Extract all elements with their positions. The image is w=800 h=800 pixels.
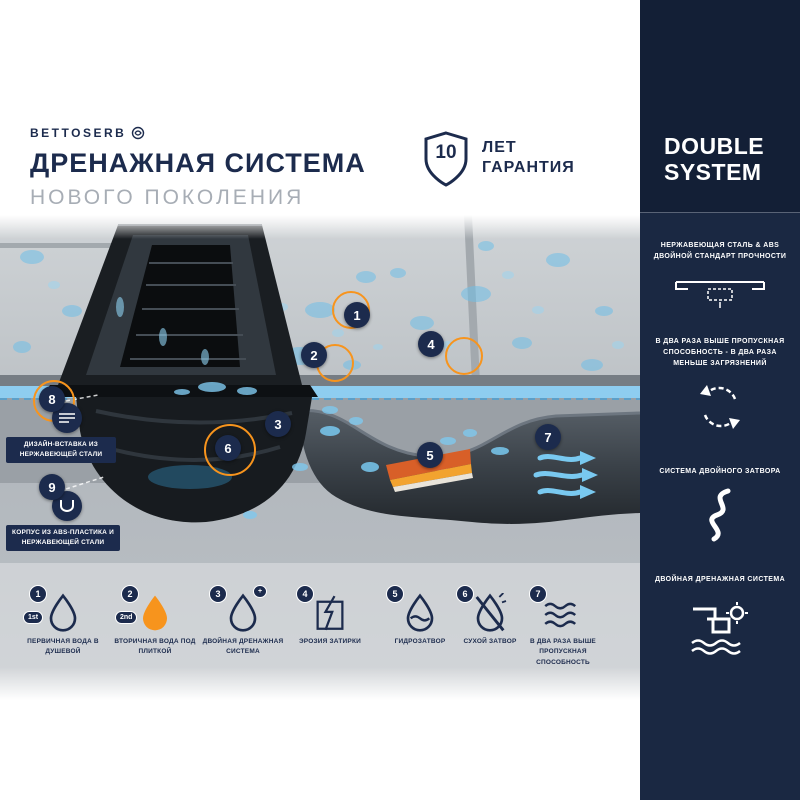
flow-waves-icon xyxy=(521,585,605,633)
drain-outlet-icon xyxy=(650,595,790,657)
marker-7: 7 xyxy=(535,424,561,450)
sidebar: DOUBLE SYSTEM НЕРЖАВЕЮЩАЯ СТАЛЬ & ABS ДВ… xyxy=(640,0,800,800)
legend-item-water-seal: 5 ГИДРОЗАТВОР xyxy=(378,585,462,680)
legend-item-double-drainage: 3 + ДВОЙНАЯ ДРЕНАЖНАЯ СИСТЕМА xyxy=(201,585,285,680)
legend-item-dry-seal: 6 СУХОЙ ЗАТВОР xyxy=(448,585,532,680)
marker-ring-6 xyxy=(204,424,256,476)
circular-arrows-icon xyxy=(650,380,790,434)
brand-logo-icon xyxy=(132,126,145,140)
callout-label-9: КОРПУС ИЗ ABS-ПЛАСТИКА И НЕРЖАВЕЮЩЕЙ СТА… xyxy=(6,525,120,551)
sidebar-title: DOUBLE SYSTEM xyxy=(664,133,765,185)
warranty-years: 10 xyxy=(435,142,457,163)
page-title: ДРЕНАЖНАЯ СИСТЕМА xyxy=(30,148,366,178)
legend-item-high-throughput: 7 В ДВА РАЗА ВЫШЕ ПРОПУСКНАЯ СПОСОБНОСТЬ xyxy=(521,585,605,680)
callout-label-8: ДИЗАЙН-ВСТАВКА ИЗ НЕРЖАВЕЮЩЕЙ СТАЛИ xyxy=(6,437,116,463)
marker-4: 4 xyxy=(418,331,444,357)
legend-item-secondary-water: 2 2nd ВТОРИЧНАЯ ВОДА ПОД ПЛИТКОЙ xyxy=(113,585,197,680)
marker-2: 2 xyxy=(301,342,327,368)
warranty-text: ЛЕТ ГАРАНТИЯ xyxy=(482,139,575,176)
marker-ring-4 xyxy=(445,337,483,375)
page-subtitle: НОВОГО ПОКОЛЕНИЯ xyxy=(30,186,305,209)
marker-3: 3 xyxy=(265,411,291,437)
sidebar-top-panel xyxy=(640,0,800,212)
dry-seal-icon xyxy=(448,585,532,633)
water-drop-outline-icon: 1st xyxy=(21,585,105,633)
marker-6: 6 xyxy=(215,435,241,461)
marker-8: 8 xyxy=(39,386,65,412)
legend-item-primary-water: 1 1st ПЕРВИЧНАЯ ВОДА В ДУШЕВОЙ xyxy=(21,585,105,680)
sidebar-feature-double-drainage: ДВОЙНАЯ ДРЕНАЖНАЯ СИСТЕМА xyxy=(650,574,790,657)
legend-item-grout-erosion: 4 ЭРОЗИЯ ЗАТИРКИ xyxy=(288,585,372,680)
sidebar-feature-throughput: В ДВА РАЗА ВЫШЕ ПРОПУСКНАЯ СПОСОБНОСТЬ -… xyxy=(650,336,790,434)
shield-icon: 10 xyxy=(422,130,470,188)
marker-5: 5 xyxy=(417,442,443,468)
marker-1: 1 xyxy=(344,302,370,328)
water-seal-icon xyxy=(378,585,462,633)
drain-diagram: 1 2 3 4 5 6 7 8 ДИЗАЙН-ВСТАВКА ИЗ НЕРЖАВ… xyxy=(0,215,640,700)
water-drop-filled-icon: 2nd xyxy=(113,585,197,633)
brand-name: BETTOSERB xyxy=(30,126,127,140)
sidebar-feature-materials: НЕРЖАВЕЮЩАЯ СТАЛЬ & ABS ДВОЙНОЙ СТАНДАРТ… xyxy=(650,240,790,312)
sidebar-divider xyxy=(640,212,800,213)
drain-cross-section-illustration xyxy=(0,215,640,700)
channel-profile-icon xyxy=(650,272,790,312)
marker-9: 9 xyxy=(39,474,65,500)
drop-plus-icon: + xyxy=(201,585,285,633)
grout-erosion-icon xyxy=(288,585,372,633)
s-trap-icon xyxy=(650,487,790,543)
brand-logo: BETTOSERB xyxy=(30,126,145,140)
sidebar-feature-double-trap: СИСТЕМА ДВОЙНОГО ЗАТВОРА xyxy=(650,466,790,543)
warranty-badge: 10 ЛЕТ ГАРАНТИЯ xyxy=(422,130,575,188)
